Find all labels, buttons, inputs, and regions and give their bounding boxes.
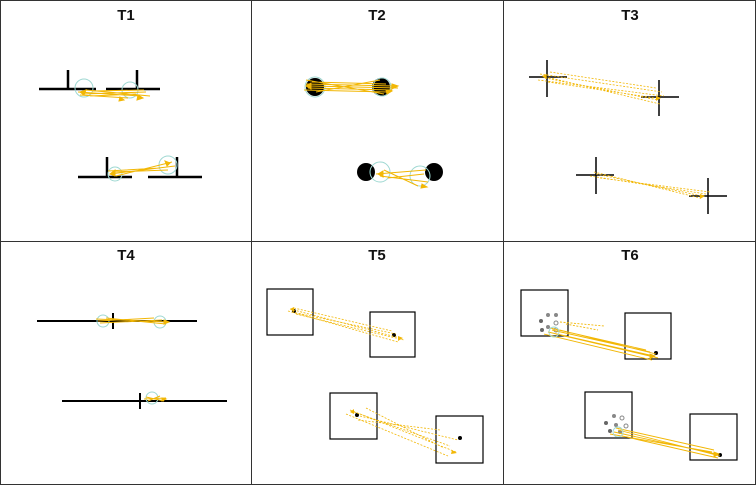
- panel-title-t1: T1: [117, 7, 135, 24]
- t2-trace-arrowheads: [305, 82, 400, 95]
- t3-gaze-traces: [537, 71, 711, 199]
- t4-stimulus: [37, 313, 227, 409]
- t3-trace-arrowheads: [542, 74, 705, 199]
- t5-gaze-traces: [287, 307, 459, 457]
- t6-upper-right-dot: [654, 351, 658, 355]
- t5-lower-left-box: [329, 392, 378, 440]
- t2-lower-right-dot: [425, 163, 443, 181]
- t6-trace-arrowheads: [649, 353, 721, 458]
- t2-lower-left-dot: [357, 163, 375, 181]
- t6-fixation-marker: [612, 426, 624, 438]
- t2-gaze-traces: [303, 76, 431, 189]
- t6-trace-upper-stray: [559, 321, 605, 331]
- t6-lower-dot-array: [604, 414, 629, 434]
- t2-trace-upper: [303, 79, 399, 95]
- t3-trace-upper: [537, 71, 665, 105]
- t2-trace-arrowheads: [377, 170, 429, 189]
- t5-trace-lower: [345, 407, 459, 457]
- t1-trace-lower: [107, 161, 176, 177]
- t1-trace-upper: [77, 89, 151, 99]
- t6-fixation-marker: [548, 326, 560, 338]
- t5-lower-right-box: [435, 415, 484, 464]
- t4-gaze-traces: [95, 314, 171, 405]
- panel-frame-t3: [503, 0, 756, 242]
- t1-stimulus: [39, 70, 202, 179]
- panel-frame-t1: [0, 0, 252, 242]
- t6-upper-left-box: [520, 289, 569, 337]
- t5-trace-upper: [287, 307, 405, 343]
- t4-trace-upper: [95, 317, 169, 325]
- panel-frame-t5: [251, 241, 504, 485]
- panel-frame-t4: [0, 241, 252, 485]
- t2-fixation-marker: [369, 161, 391, 183]
- panel-title-t4: T4: [117, 247, 135, 264]
- t5-upper-left-box: [266, 288, 314, 336]
- t5-stimulus: [266, 288, 484, 464]
- t1-gaze-traces: [74, 78, 178, 182]
- t2-trace-lower: [375, 169, 429, 187]
- t1-lower-pair: [78, 157, 202, 179]
- t1-upper-pair: [39, 70, 160, 91]
- t2-stimulus: [306, 78, 443, 181]
- panel-frame-t2: [251, 0, 504, 242]
- panel-title-t6: T6: [621, 247, 639, 264]
- t3-trace-lower: [589, 171, 711, 199]
- t3-stimulus: [529, 60, 727, 214]
- t1-fixation-marker: [74, 78, 94, 98]
- panel-title-t2: T2: [368, 7, 386, 24]
- t6-trace-upper: [543, 327, 659, 361]
- t4-fixation-marker: [96, 314, 110, 328]
- panel-title-t3: T3: [621, 7, 639, 24]
- panel-frame-t6: [503, 241, 756, 485]
- t2-fixation-marker: [304, 76, 326, 98]
- t4-trace-arrowheads: [161, 319, 171, 402]
- panel-title-t5: T5: [368, 247, 386, 264]
- t5-lower-left-dot: [355, 413, 359, 417]
- t1-trace-arrowheads: [109, 160, 171, 177]
- t6-lower-right-box: [689, 413, 738, 461]
- t6-lower-left-box: [584, 391, 633, 439]
- t6-stimulus: [520, 289, 738, 461]
- t6-gaze-traces: [543, 321, 721, 459]
- t1-trace-arrowheads: [78, 89, 145, 102]
- t5-lower-right-dot: [458, 436, 462, 440]
- t5-trace-arrowheads: [290, 307, 457, 454]
- t6-trace-lower: [609, 427, 721, 459]
